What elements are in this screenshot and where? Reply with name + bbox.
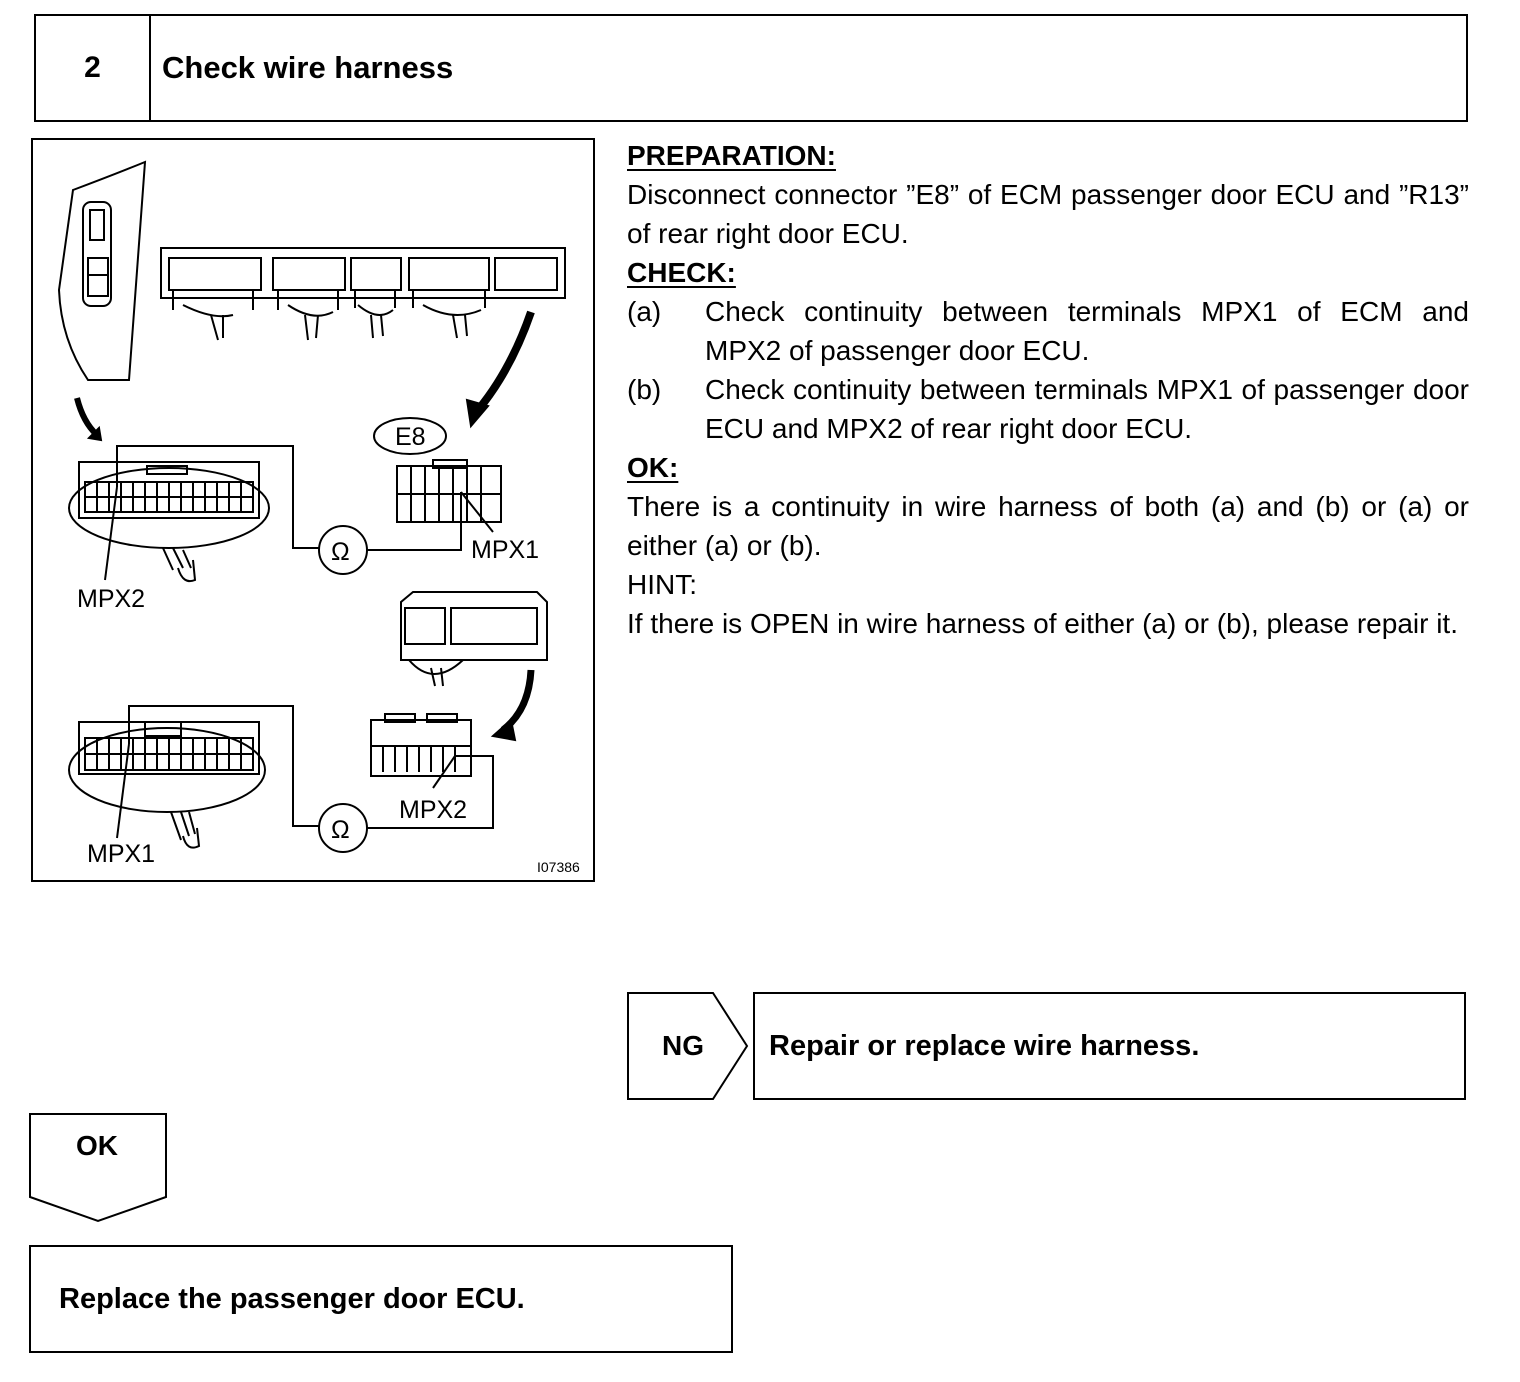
- ng-label: NG: [662, 1030, 704, 1061]
- passenger-door-connector-bottom: [68, 721, 266, 849]
- ok-text: There is a continuity in wire harness of…: [627, 491, 1469, 561]
- door-switch-panel: [57, 160, 147, 381]
- r13-connector: [370, 713, 472, 777]
- ok-label: OK: [76, 1130, 118, 1161]
- preparation-text: Disconnect connector ”E8” of ECM passeng…: [627, 179, 1469, 249]
- figure-id: I07386: [537, 859, 580, 875]
- hint-text: If there is OPEN in wire harness of eith…: [627, 608, 1458, 639]
- check-item: (b) Check continuity between terminals M…: [627, 370, 1469, 448]
- mpx1-bottom-label: MPX1: [87, 840, 155, 868]
- check-item-tag: (b): [627, 374, 662, 405]
- ok-action-box: Replace the passenger door ECU.: [29, 1245, 733, 1353]
- ok-arrow-shape: [29, 1113, 167, 1223]
- check-item-text: Check continuity between terminals MPX1 …: [705, 296, 1469, 366]
- hint-heading: HINT:: [627, 569, 697, 600]
- check-item: (a) Check continuity between terminals M…: [627, 292, 1469, 370]
- step-header: 2 Check wire harness: [34, 14, 1468, 122]
- ok-action-text: Replace the passenger door ECU.: [59, 1282, 525, 1315]
- ohm-symbol-bottom: Ω: [331, 816, 350, 844]
- ohmmeter-circuit-bottom: [116, 705, 494, 853]
- ng-action-text: Repair or replace wire harness.: [769, 1029, 1200, 1062]
- passenger-door-connector-top: [68, 461, 270, 583]
- ohmmeter-circuit-top: [104, 445, 494, 581]
- e8-connector: [396, 459, 502, 523]
- check-item-tag: (a): [627, 296, 662, 327]
- ng-action-box: Repair or replace wire harness.: [753, 992, 1466, 1100]
- step-title: Check wire harness: [162, 50, 454, 85]
- ecm-connector-strip: [160, 247, 566, 341]
- instructions: PREPARATION: Disconnect connector ”E8” o…: [627, 136, 1469, 643]
- preparation-heading: PREPARATION:: [627, 140, 836, 171]
- rear-right-door-ecu: [400, 591, 548, 742]
- mpx1-top-label: MPX1: [471, 536, 539, 564]
- ok-heading: OK:: [627, 452, 679, 483]
- mpx2-bottom-label: MPX2: [399, 796, 467, 824]
- e8-label: E8: [395, 423, 426, 451]
- mpx2-top-label: MPX2: [77, 585, 145, 613]
- ng-arrow-shape: [627, 992, 749, 1100]
- check-heading: CHECK:: [627, 257, 736, 288]
- ohm-symbol-top: Ω: [331, 538, 350, 566]
- check-item-text: Check continuity between terminals MPX1 …: [705, 374, 1469, 444]
- step-number: 2: [36, 16, 151, 120]
- wiring-diagram: E8 MPX1 MPX2 MPX2 MPX1 Ω Ω I07386: [31, 138, 595, 882]
